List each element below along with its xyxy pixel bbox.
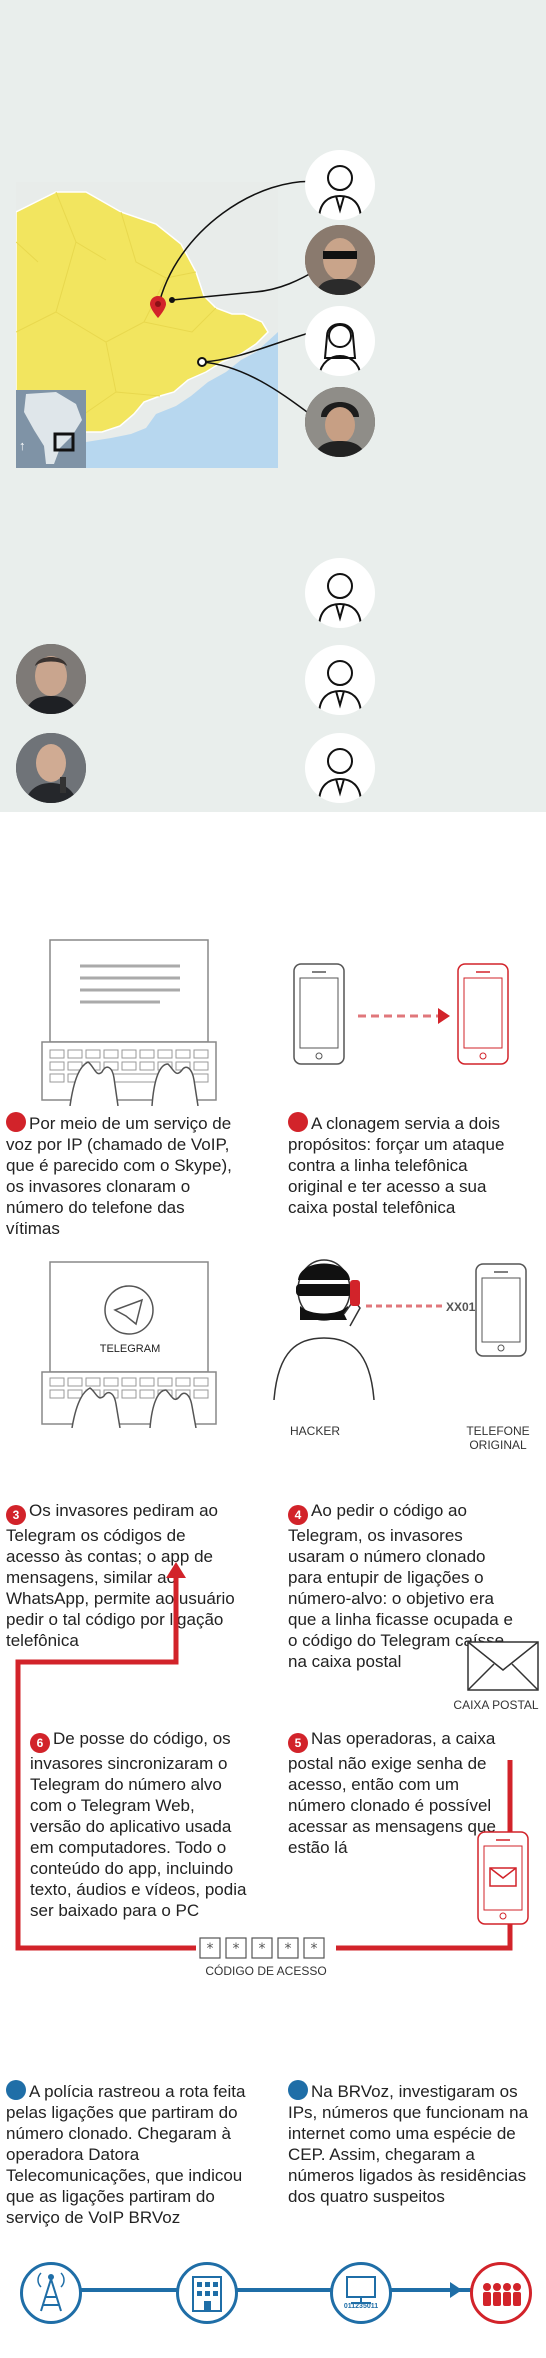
investigation-1-badge xyxy=(6,2080,26,2100)
step-5-text: Nas operadoras, a caixa postal não exige… xyxy=(288,1729,496,1857)
phone-original-label: TELEFONE ORIGINAL xyxy=(466,1424,530,1452)
person-avatar-5 xyxy=(305,733,375,803)
step-6-text: De posse do código, os invasores sincron… xyxy=(30,1729,247,1920)
svg-text:*: * xyxy=(233,1941,240,1957)
suspect-photo-2 xyxy=(305,387,375,457)
investigation-2-text: Na BRVoz, investigaram os IPs, números q… xyxy=(288,2082,529,2206)
map xyxy=(16,182,278,468)
svg-text:*: * xyxy=(259,1941,266,1957)
step-2: A clonagem servia a dois propósitos: for… xyxy=(288,1112,524,1218)
step-4-text: Ao pedir o código ao Telegram, os invaso… xyxy=(288,1501,513,1671)
phone-clone-illustration xyxy=(290,960,530,1070)
building-icon xyxy=(176,2262,238,2324)
trace-chain xyxy=(40,2282,500,2298)
svg-text:*: * xyxy=(285,1941,292,1957)
investigation-2-badge xyxy=(288,2080,308,2100)
antenna-icon xyxy=(20,2262,82,2324)
original-phone-illustration xyxy=(474,1262,530,1360)
hacker-illustration xyxy=(270,1250,380,1400)
location-pin-icon xyxy=(150,296,166,318)
step-3-text: Os invasores pediram ao Telegram os códi… xyxy=(6,1501,235,1650)
cloned-phone-voicemail-illustration xyxy=(476,1830,530,1926)
step-5-badge: 5 xyxy=(288,1733,308,1753)
suspect-photo-1 xyxy=(305,225,375,295)
step-4-badge: 4 xyxy=(288,1505,308,1525)
server-icon: 011235011 xyxy=(330,2262,392,2324)
step-1: Por meio de um serviço de voz por IP (ch… xyxy=(6,1112,242,1239)
step-3-badge: 3 xyxy=(6,1505,26,1525)
access-code-label: CÓDIGO DE ACESSO xyxy=(205,1964,327,1978)
step-1-text: Por meio de um serviço de voz por IP (ch… xyxy=(6,1114,232,1238)
investigation-2: Na BRVoz, investigaram os IPs, números q… xyxy=(288,2080,538,2207)
voicemail-envelope-icon xyxy=(466,1640,540,1692)
north-arrow-icon: ↑ xyxy=(19,438,26,453)
svg-text:*: * xyxy=(311,1941,318,1957)
laptop-illustration xyxy=(40,938,220,1106)
investigation-1-text: A polícia rastreou a rota feita pelas li… xyxy=(6,2082,246,2227)
suspect-avatar-2 xyxy=(305,306,375,376)
access-code-boxes: * * * * * xyxy=(196,1936,336,1960)
voicemail-label: CAIXA POSTAL xyxy=(453,1698,539,1712)
step-1-badge xyxy=(6,1112,26,1132)
step-6-badge: 6 xyxy=(30,1733,50,1753)
telegram-laptop-illustration xyxy=(40,1260,220,1428)
suspect-avatar-1 xyxy=(305,150,375,220)
investigation-1: A polícia rastreou a rota feita pelas li… xyxy=(6,2080,256,2228)
step-2-badge xyxy=(288,1112,308,1132)
person-avatar-4 xyxy=(305,645,375,715)
svg-text:*: * xyxy=(207,1941,214,1957)
victim-photo-2 xyxy=(16,733,86,803)
telegram-label: TELEGRAM xyxy=(99,1343,161,1355)
person-avatar-3 xyxy=(305,558,375,628)
suspects-group-icon xyxy=(470,2262,532,2324)
map-inset: ↑ xyxy=(16,390,86,468)
server-number-label: 011235011 xyxy=(343,2303,379,2310)
step-2-text: A clonagem servia a dois propósitos: for… xyxy=(288,1114,505,1217)
victim-photo-1 xyxy=(16,644,86,714)
hacker-label: HACKER xyxy=(289,1424,340,1438)
